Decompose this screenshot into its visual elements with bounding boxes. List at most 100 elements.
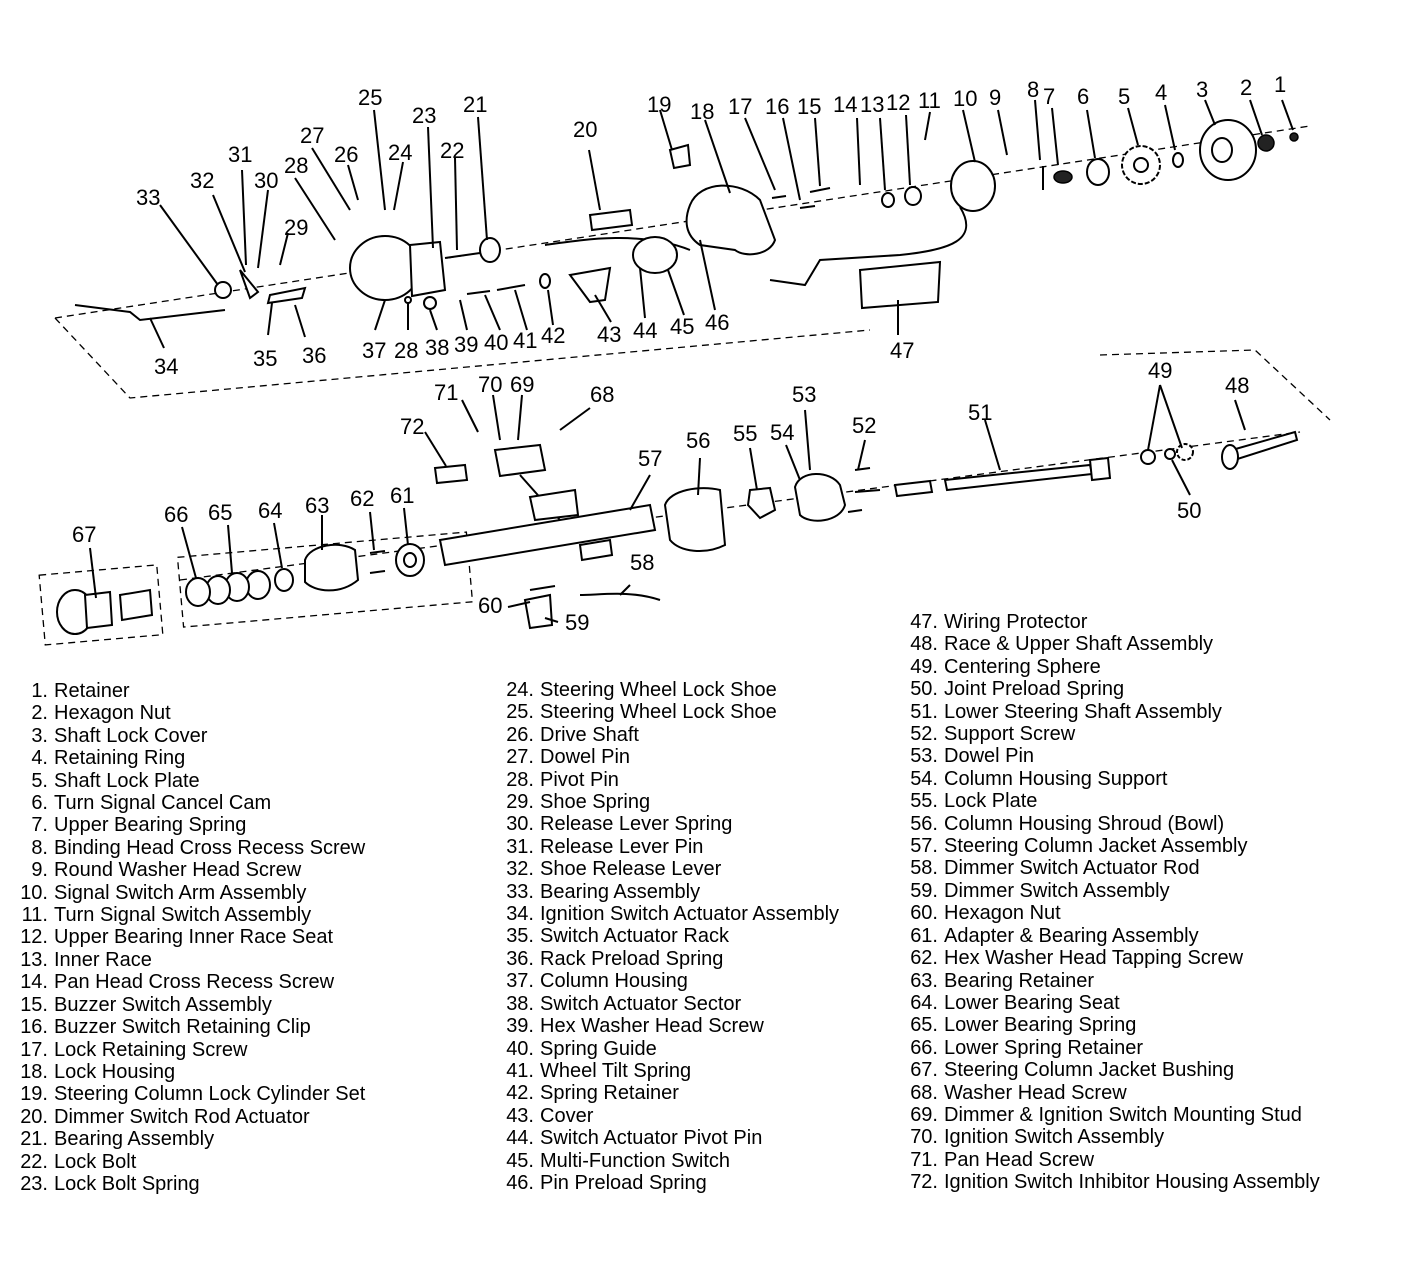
callout: 57 [638,446,662,471]
callout: 67 [72,522,96,547]
callout: 66 [164,502,188,527]
lower-boundary [1099,349,1331,421]
callout: 28 [284,153,308,178]
lower-centerline [179,431,1301,581]
legend-item: 30.Release Lever Spring [506,813,733,836]
callout: 24 [388,140,412,165]
legend-item: 29.Shoe Spring [506,791,651,814]
callout: 14 [833,92,857,117]
callout: 53 [792,382,816,407]
legend-item: 61.Adapter & Bearing Assembly [910,924,1199,947]
callout: 59 [565,610,589,635]
callout: 42 [541,323,565,348]
legend-item: 45.Multi-Function Switch [506,1149,731,1172]
callout: 16 [765,94,789,119]
legend-item: 41.Wheel Tilt Spring [506,1059,692,1082]
legend-item: 65.Lower Bearing Spring [910,1014,1137,1037]
legend-item: 36.Rack Preload Spring [506,947,724,970]
legend-item: 38.Switch Actuator Sector [506,992,742,1015]
legend-item: 57.Steering Column Jacket Assembly [910,835,1248,858]
legend-item: 11.Turn Signal Switch Assembly [21,904,312,927]
callout: 12 [886,90,910,115]
legend-item: 19.Steering Column Lock Cylinder Set [20,1083,366,1106]
legend-item: 22.Lock Bolt [20,1150,137,1173]
legend-item: 43.Cover [506,1104,594,1127]
callout: 60 [478,593,502,618]
legend-item: 54.Column Housing Support [910,767,1168,790]
legend-item: 6.Turn Signal Cancel Cam [31,792,272,815]
callout: 17 [728,94,752,119]
callout: 26 [334,142,358,167]
legend-item: 20.Dimmer Switch Rod Actuator [20,1105,310,1128]
callout: 52 [852,413,876,438]
legend-item: 16.Buzzer Switch Retaining Clip [20,1016,311,1039]
callout: 70 [478,372,502,397]
callout: 20 [573,117,597,142]
legend-item: 33.Bearing Assembly [506,880,701,903]
callout: 50 [1177,498,1201,523]
legend-item: 55.Lock Plate [910,790,1038,813]
legend-item: 70.Ignition Switch Assembly [910,1126,1165,1149]
legend-item: 21.Bearing Assembly [20,1128,215,1151]
callout: 36 [302,343,326,368]
callout: 2 [1240,75,1252,100]
callout: 7 [1043,84,1055,109]
legend-item: 3.Shaft Lock Cover [31,724,208,747]
legend-item: 14.Pan Head Cross Recess Screw [20,971,335,994]
legend-item: 2.Hexagon Nut [31,702,171,725]
callout: 22 [440,138,464,163]
legend-item: 62.Hex Washer Head Tapping Screw [910,947,1244,970]
legend-item: 10.Signal Switch Arm Assembly [20,881,307,904]
callout: 39 [454,332,478,357]
legend-item: 31.Release Lever Pin [506,835,704,858]
legend-item: 32.Shoe Release Lever [506,858,722,881]
callout: 8 [1027,77,1039,102]
legend-item: 44.Switch Actuator Pivot Pin [506,1127,763,1150]
legend-item: 25.Steering Wheel Lock Shoe [506,701,777,724]
legend-item: 64.Lower Bearing Seat [910,991,1120,1014]
legend-item: 40.Spring Guide [506,1037,657,1060]
exploded-view-diagram: 1 2 3 4 5 6 7 8 9 10 11 12 13 14 15 16 1… [38,72,1331,646]
legend-item: 46.Pin Preload Spring [506,1171,707,1194]
legend-item: 26.Drive Shaft [506,723,639,746]
legend-item: 15.Buzzer Switch Assembly [20,993,272,1016]
callout-labels: 1 2 3 4 5 6 7 8 9 10 11 12 13 14 15 16 1… [72,72,1286,635]
legend-item: 5.Shaft Lock Plate [31,769,200,792]
callout: 65 [208,500,232,525]
callout: 28 [394,338,418,363]
legend-item: 69.Dimmer & Ignition Switch Mounting Stu… [910,1103,1302,1126]
legend-item: 59.Dimmer Switch Assembly [910,879,1170,902]
legend-item: 13.Inner Race [20,948,152,971]
callout: 15 [797,94,821,119]
leader-lines [89,99,1294,623]
callout: 41 [513,328,537,353]
legend-item: 67.Steering Column Jacket Bushing [910,1059,1235,1082]
callout: 19 [647,92,671,117]
legend-item: 9.Round Washer Head Screw [31,859,302,882]
callout: 44 [633,318,657,343]
callout: 33 [136,185,160,210]
callout: 56 [686,428,710,453]
callout: 63 [305,493,329,518]
legend-item: 47.Wiring Protector [910,611,1088,633]
callout: 46 [705,310,729,335]
legend-column-2: 24.Steering Wheel Lock Shoe 25.Steering … [500,679,839,1194]
callout: 34 [154,354,178,379]
legend-item: 71.Pan Head Screw [910,1148,1095,1171]
callout: 31 [228,142,252,167]
upper-centerline [54,125,1311,319]
legend-item: 42.Spring Retainer [506,1082,679,1105]
callout: 23 [412,103,436,128]
callout: 69 [510,372,534,397]
callout: 55 [733,421,757,446]
legend-item: 17.Lock Retaining Screw [20,1038,248,1061]
callout: 3 [1196,77,1208,102]
legend-item: 39.Hex Washer Head Screw [506,1015,764,1038]
callout: 40 [484,330,508,355]
legend-item: 52.Support Screw [910,723,1076,746]
legend-item: 34.Ignition Switch Actuator Assembly [506,903,840,926]
legend-item: 48.Race & Upper Shaft Assembly [910,633,1214,656]
callout: 58 [630,550,654,575]
callout: 54 [770,420,794,445]
legend-item: 60.Hexagon Nut [910,902,1061,925]
